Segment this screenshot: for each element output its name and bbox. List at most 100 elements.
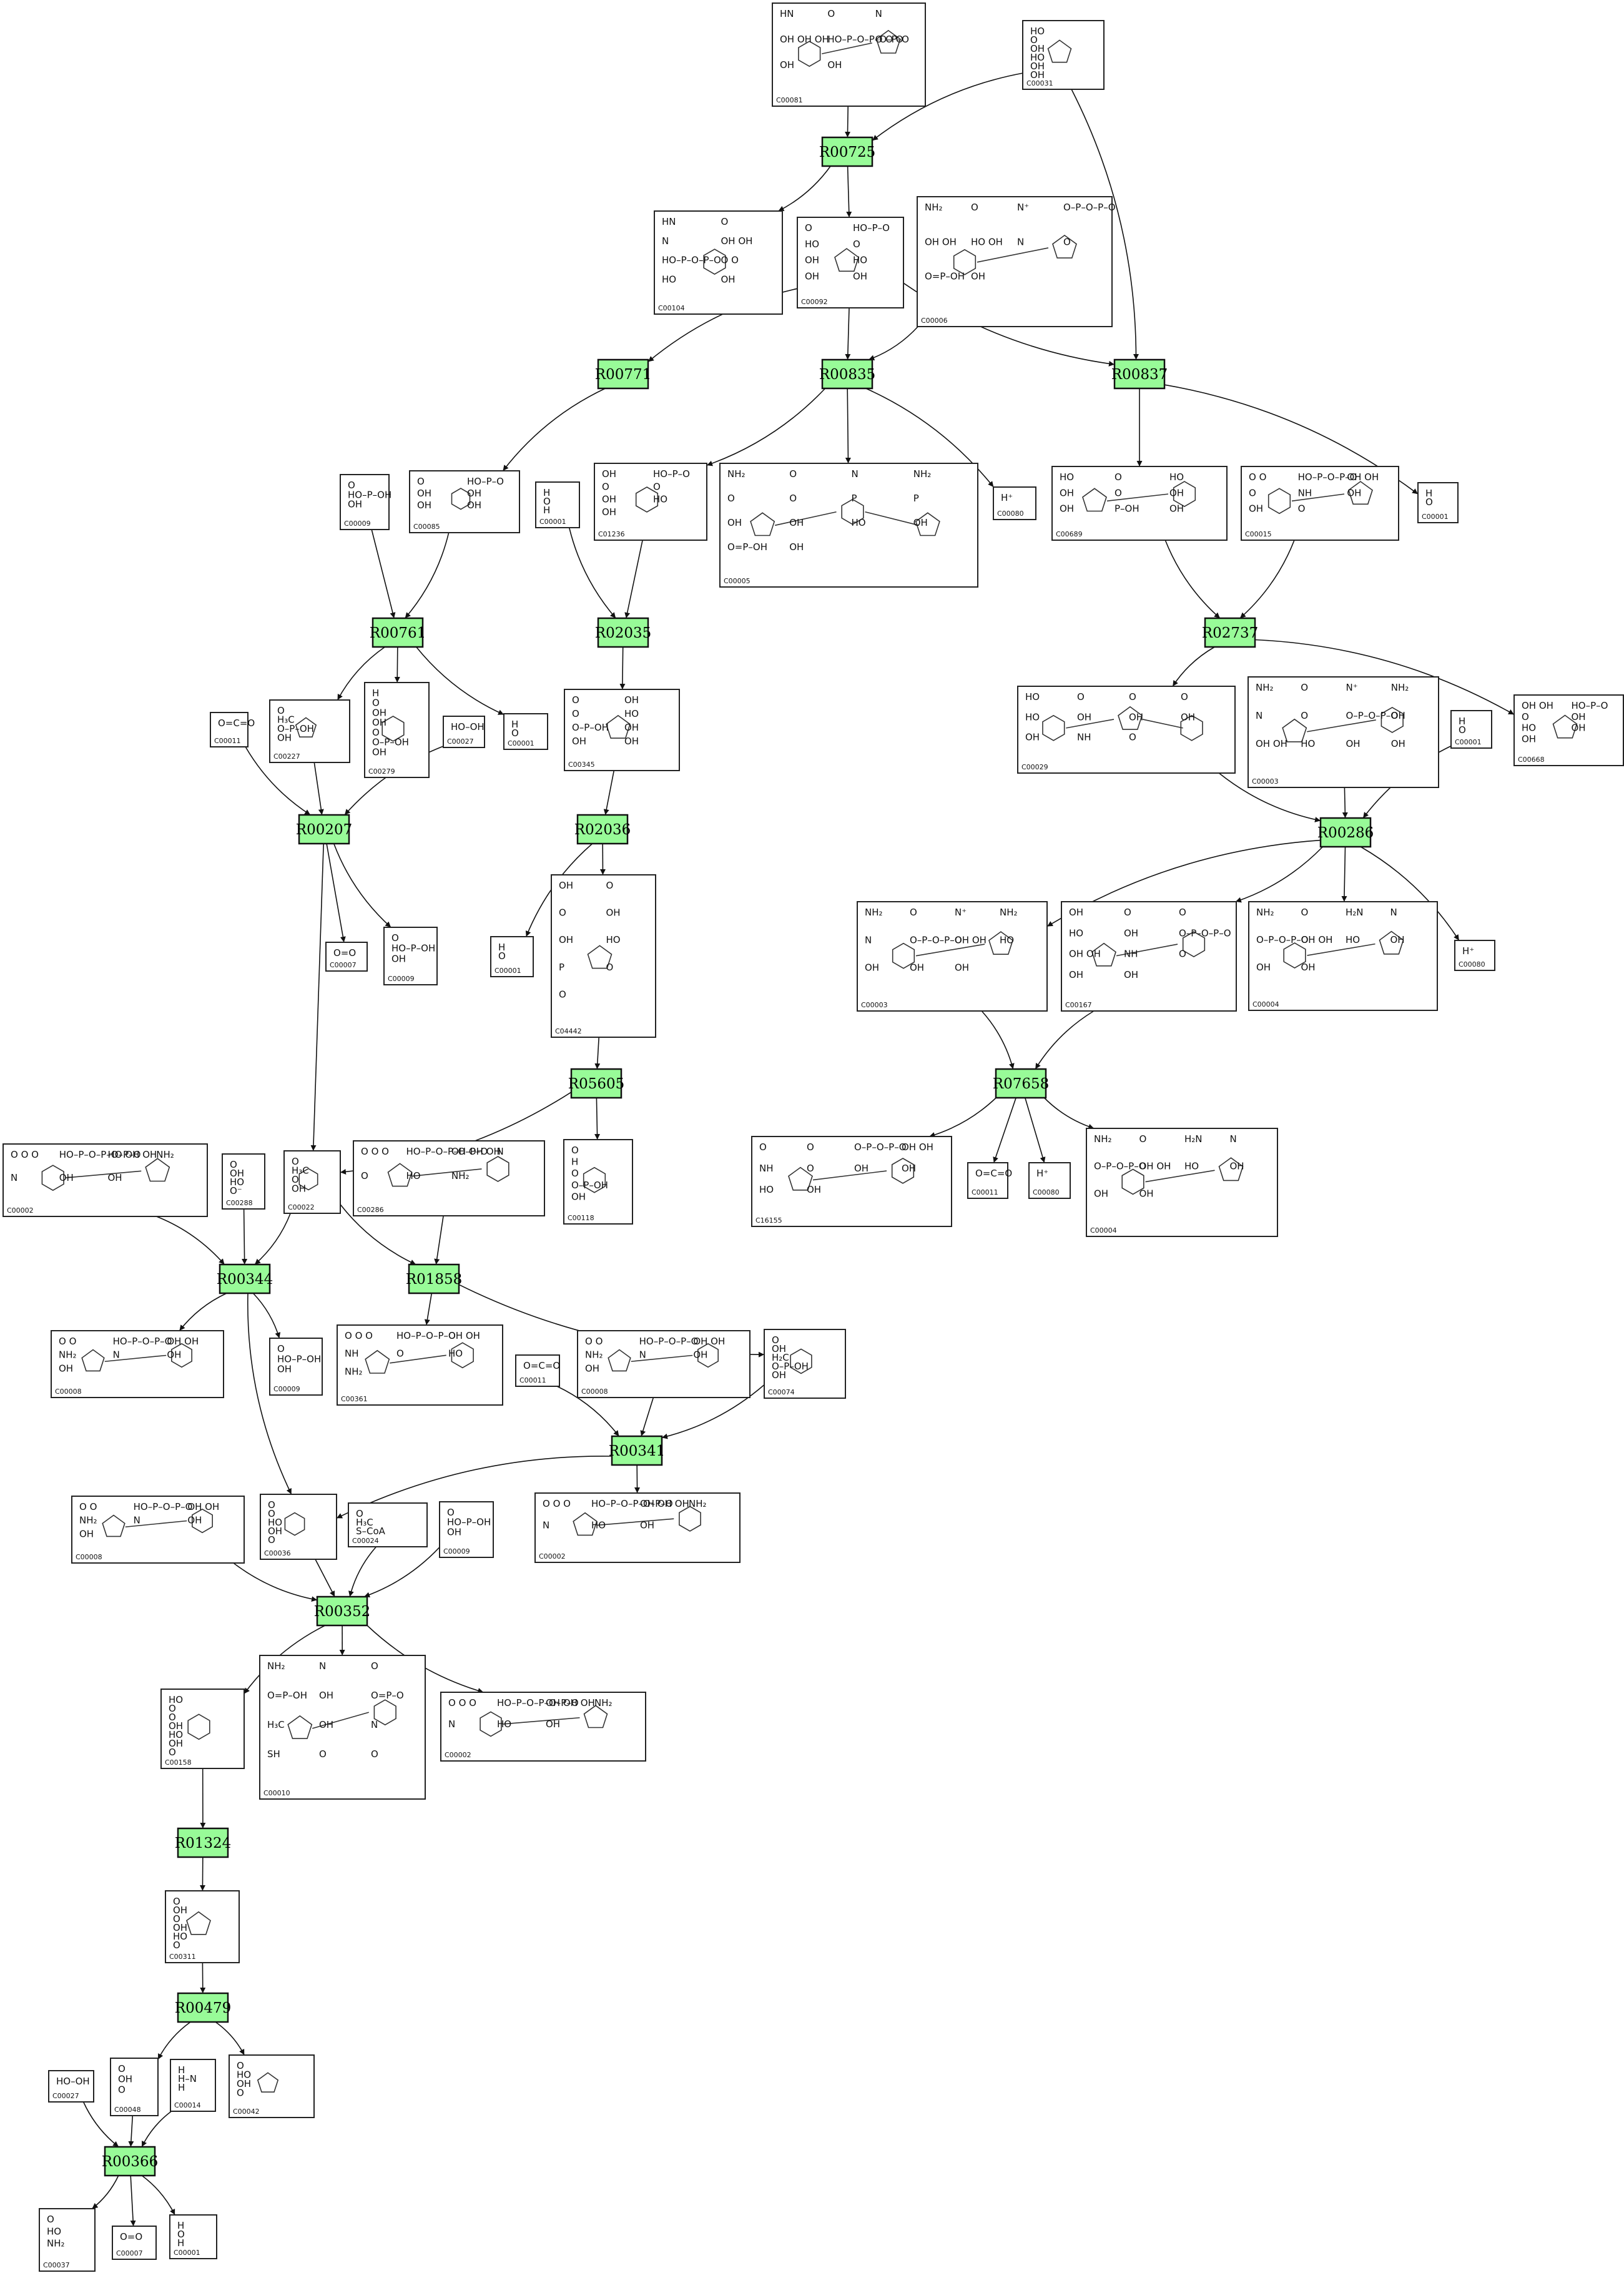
compound-box[interactable]: [1241, 466, 1399, 541]
compound-box[interactable]: [563, 1139, 633, 1225]
compound-box[interactable]: [534, 1492, 741, 1563]
compound-box[interactable]: [1454, 940, 1495, 971]
compound-box[interactable]: [1248, 901, 1438, 1011]
compound-box[interactable]: [364, 682, 430, 778]
compound-box[interactable]: [48, 2070, 94, 2103]
reaction-node[interactable]: [821, 136, 874, 167]
compound-box[interactable]: [443, 716, 485, 748]
reaction-R00207[interactable]: R00207: [296, 814, 352, 845]
reaction-node[interactable]: [372, 617, 424, 648]
compound-box[interactable]: [551, 874, 656, 1038]
compound-box[interactable]: [51, 1330, 224, 1398]
reaction-node[interactable]: [576, 814, 629, 845]
compound-box[interactable]: [917, 196, 1113, 327]
reaction-R00835[interactable]: R00835: [819, 358, 875, 390]
reaction-node[interactable]: [177, 1992, 229, 2023]
reaction-R00761[interactable]: R00761: [370, 617, 426, 648]
compound-box[interactable]: [110, 2058, 159, 2116]
reaction-R00771[interactable]: R00771: [595, 358, 651, 390]
compound-box[interactable]: [259, 1655, 426, 1800]
compound-box[interactable]: [222, 1153, 265, 1210]
compound-box[interactable]: [260, 1494, 337, 1560]
reaction-node[interactable]: [408, 1263, 460, 1294]
compound-box[interactable]: [160, 1689, 245, 1769]
compound-box[interactable]: [1086, 1128, 1278, 1237]
compound-box[interactable]: [1051, 466, 1228, 541]
compound-box[interactable]: [170, 2059, 216, 2112]
reaction-R00352[interactable]: R00352: [314, 1595, 370, 1627]
compound-box[interactable]: [439, 1501, 494, 1558]
compound-box[interactable]: [269, 699, 350, 763]
compound-box[interactable]: [993, 486, 1036, 520]
reaction-node[interactable]: [821, 358, 874, 390]
reaction-node[interactable]: [611, 1435, 663, 1466]
reaction-node[interactable]: [597, 358, 649, 390]
reaction-R01858[interactable]: R01858: [406, 1263, 462, 1294]
compound-box[interactable]: [1450, 710, 1492, 749]
compound-box[interactable]: [229, 2054, 315, 2118]
reaction-R00286[interactable]: R00286: [1317, 817, 1374, 848]
compound-C00080[interactable]: H⁺C00080: [1454, 940, 1495, 971]
compound-box[interactable]: [654, 210, 783, 315]
compound-box[interactable]: [1417, 482, 1459, 523]
compound-box[interactable]: [112, 2226, 157, 2260]
reaction-node[interactable]: [316, 1595, 368, 1627]
reaction-R07658[interactable]: R07658: [993, 1068, 1049, 1099]
compound-box[interactable]: [535, 481, 580, 528]
reaction-node[interactable]: [995, 1068, 1047, 1099]
compound-box[interactable]: [210, 712, 249, 747]
compound-box[interactable]: [283, 1150, 341, 1214]
compound-box[interactable]: [2, 1143, 208, 1217]
reaction-R00366[interactable]: R00366: [102, 2146, 158, 2177]
reaction-R02036[interactable]: R02036: [574, 814, 631, 845]
compound-box[interactable]: [797, 217, 904, 308]
compound-box[interactable]: [594, 463, 707, 541]
compound-box[interactable]: [1028, 1162, 1071, 1199]
compound-box[interactable]: [165, 1890, 240, 1963]
reaction-node[interactable]: [1204, 617, 1256, 648]
reaction-R05605[interactable]: R05605: [568, 1068, 624, 1099]
reaction-node[interactable]: [597, 617, 649, 648]
reaction-R00725[interactable]: R00725: [819, 136, 875, 167]
compound-box[interactable]: [1248, 676, 1439, 788]
